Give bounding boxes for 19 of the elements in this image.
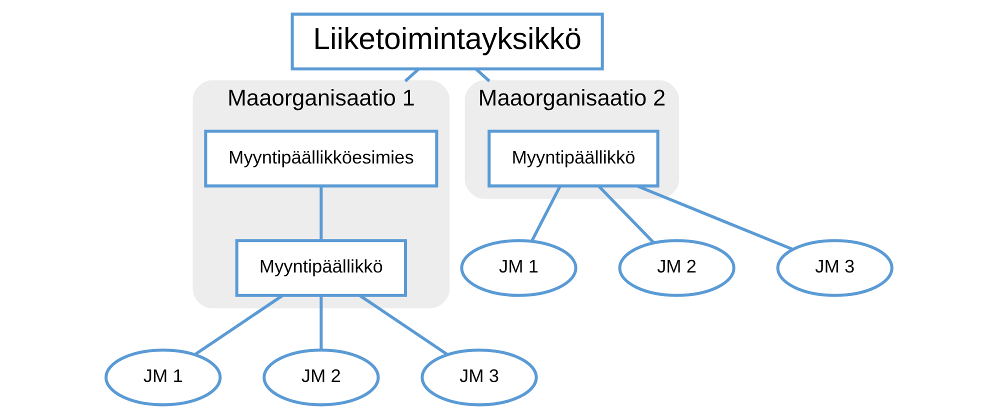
connector <box>194 294 283 356</box>
connector <box>358 294 448 356</box>
node-box: Liiketoimintayksikkö <box>290 12 604 70</box>
connector <box>474 68 490 82</box>
node-ellipse: JM 3 <box>420 348 538 406</box>
node-ellipse: JM 2 <box>618 239 735 297</box>
connector <box>319 186 322 240</box>
connector <box>404 68 420 82</box>
node-box: Myyntipäällikkö <box>487 130 659 188</box>
node-box: Myyntipäällikkö <box>234 239 407 297</box>
node-ellipse: JM 1 <box>460 239 577 297</box>
connector <box>636 184 793 251</box>
node-ellipse: JM 1 <box>104 348 222 406</box>
connector <box>530 186 561 242</box>
node-ellipse: JM 2 <box>262 348 380 406</box>
connector <box>597 185 654 244</box>
connector <box>319 296 322 350</box>
node-ellipse: JM 3 <box>776 239 893 297</box>
node-box: Myyntipäällikköesimies <box>204 130 438 188</box>
